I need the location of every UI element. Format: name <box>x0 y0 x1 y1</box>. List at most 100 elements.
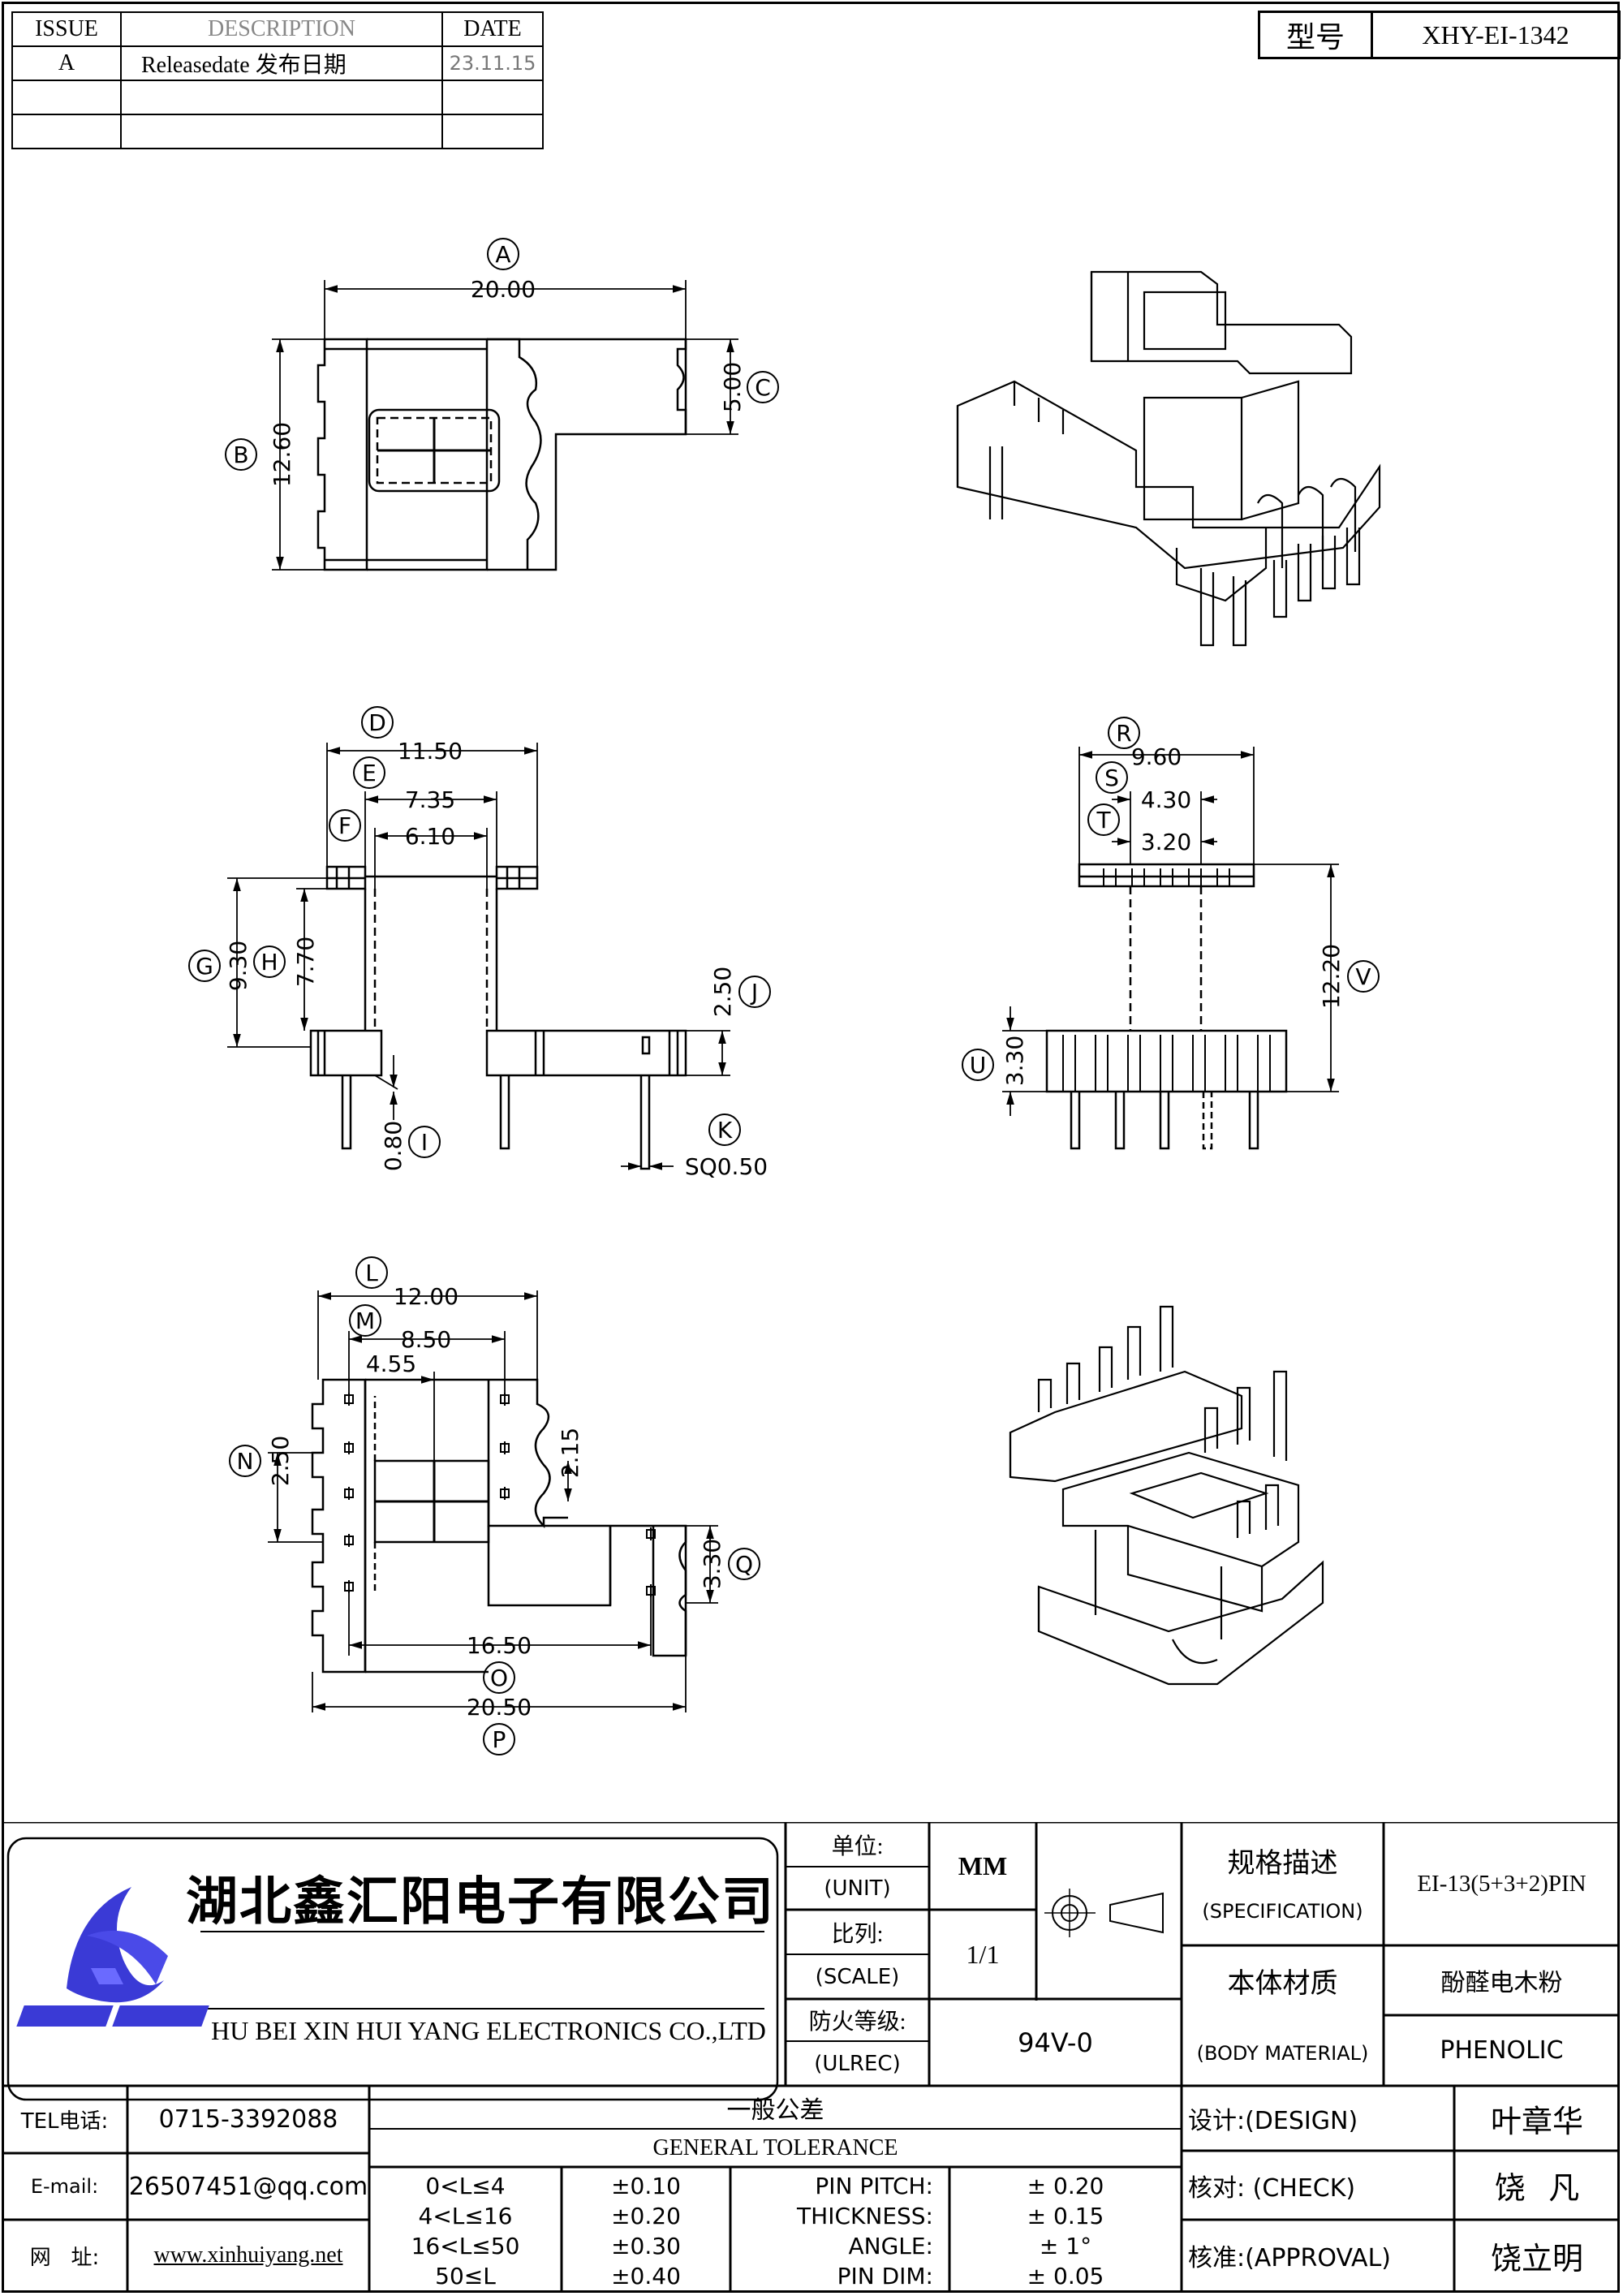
tolerance-range: 50≤L <box>435 2263 496 2290</box>
rev-header-description: DESCRIPTION <box>120 11 443 47</box>
approval-name: 饶立明 <box>1490 2242 1583 2277</box>
material-value-en: PHENOLIC <box>1440 2036 1564 2065</box>
dim-tag: M <box>355 1307 375 1334</box>
dim-label-o: O 16.50 <box>467 1632 532 1694</box>
dim-label-k: K SQ0.50 <box>685 1114 768 1180</box>
dim-value: 7.35 <box>405 786 455 813</box>
email-value[interactable]: 26507451@qq.com <box>128 2172 368 2201</box>
dim-label-i: I 0.80 <box>380 1121 441 1171</box>
scale-label-cn: 比列: <box>831 1921 884 1947</box>
tolerance-value: ±0.40 <box>611 2263 681 2290</box>
dim-value: 2.50 <box>267 1436 294 1486</box>
table-row: A Releasedate 发布日期 23.11.15 <box>11 45 544 81</box>
ulrec-value: 94V-0 <box>1018 2027 1093 2058</box>
dim-label-m: M 8.50 <box>349 1304 451 1353</box>
tolerance-item-value: ± 0.05 <box>1027 2263 1104 2290</box>
side-view <box>1002 747 1339 1150</box>
dim-value: 20.00 <box>471 276 536 303</box>
company-name-cn: 湖北鑫汇阳电子有限公司 <box>186 1872 775 1932</box>
dim-label-a: A 20.00 <box>471 238 536 303</box>
rev-description <box>120 114 443 149</box>
tolerance-value: ±0.20 <box>611 2203 681 2229</box>
company-logo <box>16 1887 209 2027</box>
dim-tag: B <box>233 442 248 468</box>
dim-value: 6.10 <box>405 823 455 850</box>
rev-description: Releasedate 发布日期 <box>120 45 443 81</box>
dim-label-s: S 4.30 <box>1096 761 1191 813</box>
dim-label-b: B 12.60 <box>225 422 295 487</box>
check-label: 核对: (CHECK) <box>1188 2173 1356 2203</box>
rev-issue <box>11 80 122 115</box>
unit-label-cn: 单位: <box>831 1833 884 1859</box>
dim-value: 20.50 <box>467 1694 532 1721</box>
company-name-en: HU BEI XIN HUI YANG ELECTRONICS CO.,LTD <box>211 2015 766 2045</box>
table-row <box>11 114 544 149</box>
dim-value: 16.50 <box>467 1632 532 1659</box>
tolerance-item-value: ± 1° <box>1039 2233 1092 2259</box>
tel-value: 0715-3392088 <box>158 2105 338 2134</box>
tolerance-title-cn: 一般公差 <box>726 2096 824 2124</box>
dim-label-d: D11.50 <box>361 706 463 765</box>
dim-label-n2: 2.15 <box>557 1428 583 1478</box>
tolerance-range: 16<L≤50 <box>411 2233 520 2259</box>
dim-value: 3.20 <box>1141 829 1191 855</box>
dim-label-j: J2.50 <box>709 967 771 1017</box>
rev-description <box>120 80 443 115</box>
dim-tag: D <box>368 709 386 736</box>
spec-label-cn: 规格描述 <box>1227 1849 1338 1879</box>
dim-value: 4.55 <box>366 1350 416 1377</box>
dim-value: 4.30 <box>1141 786 1191 813</box>
dim-value: 12.60 <box>269 422 295 487</box>
spec-value: EI-13(5+3+2)PIN <box>1417 1870 1586 1897</box>
dim-label-m2: 4.55 <box>366 1350 416 1377</box>
unit-value: MM <box>958 1850 1008 1880</box>
dim-tag: K <box>717 1117 733 1144</box>
dim-value: SQ0.50 <box>685 1153 768 1180</box>
web-link[interactable]: www.xinhuiyang.net <box>153 2242 343 2268</box>
dim-tag: T <box>1096 807 1111 834</box>
dim-tag: F <box>338 812 351 839</box>
dim-label-q: Q3.30 <box>699 1539 760 1589</box>
dim-value: 9.30 <box>225 941 252 991</box>
rev-header-issue: ISSUE <box>11 11 122 47</box>
dim-tag: I <box>421 1129 428 1156</box>
dim-tag: R <box>1116 720 1131 747</box>
dim-tag: Q <box>735 1551 753 1578</box>
dim-value: 9.60 <box>1131 743 1182 770</box>
title-block-grid <box>2 1822 1620 2291</box>
material-label-cn: 本体材质 <box>1227 1968 1338 1999</box>
tolerance-item-label: THICKNESS: <box>797 2203 933 2229</box>
dim-tag: U <box>970 1052 987 1079</box>
dim-tag: A <box>495 241 510 268</box>
model-box: 型号 XHY-EI-1342 <box>1258 11 1621 59</box>
dim-tag: O <box>490 1665 508 1691</box>
unit-label-en: (UNIT) <box>824 1876 891 1901</box>
dim-value: 0.80 <box>380 1121 407 1171</box>
spec-label-en: (SPECIFICATION) <box>1202 1900 1363 1923</box>
tolerance-item-value: ± 0.20 <box>1027 2173 1104 2199</box>
ulrec-label-cn: 防火等级: <box>808 2010 906 2035</box>
dim-tag: P <box>493 1726 506 1753</box>
dim-label-l: L12.00 <box>355 1256 458 1310</box>
dim-value: 8.50 <box>401 1326 451 1353</box>
tolerance-value: ±0.10 <box>611 2173 681 2199</box>
top-view <box>272 280 738 571</box>
rev-issue <box>11 114 122 149</box>
rev-issue: A <box>11 45 122 81</box>
model-label: 型号 <box>1258 11 1373 59</box>
tolerance-item-label: PIN PITCH: <box>815 2173 933 2199</box>
design-label: 设计:(DESIGN) <box>1188 2107 1358 2135</box>
email-label: E-mail: <box>30 2175 99 2198</box>
dim-label-p: P 20.50 <box>467 1694 532 1755</box>
dim-tag: S <box>1104 765 1119 791</box>
table-row <box>11 80 544 115</box>
dim-tag: E <box>362 760 377 786</box>
revision-table: ISSUE DESCRIPTION DATE A Releasedate 发布日… <box>11 11 544 149</box>
dim-value: 7.70 <box>292 937 319 987</box>
rev-date <box>441 114 544 149</box>
dim-tag: L <box>365 1260 378 1286</box>
